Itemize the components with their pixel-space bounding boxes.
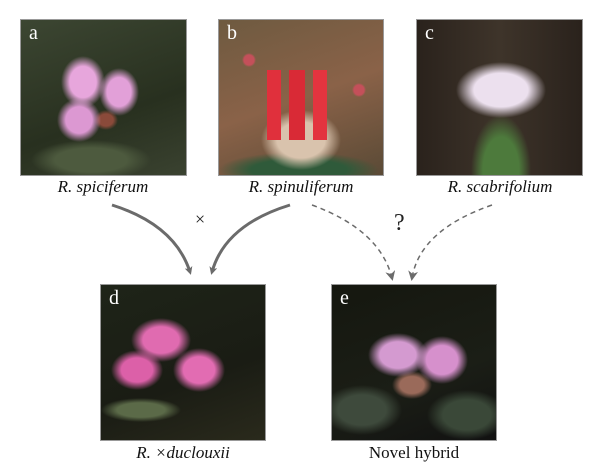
genus: R. bbox=[136, 443, 151, 462]
genus: R. bbox=[248, 177, 264, 196]
question-mark: ? bbox=[394, 210, 405, 236]
photo-r-spiciferum: a bbox=[20, 19, 187, 176]
caption-r-spiciferum: R. spiciferum bbox=[3, 177, 203, 197]
species: ×duclouxii bbox=[155, 443, 230, 462]
panel-letter-c: c bbox=[425, 22, 434, 44]
genus: R. bbox=[57, 177, 73, 196]
dashed-arrow-spinuliferum-to-hybrid bbox=[311, 204, 396, 281]
panel-letter-b: b bbox=[227, 22, 237, 44]
species: spiciferum bbox=[76, 177, 149, 196]
cross-symbol: × bbox=[195, 209, 206, 229]
species: scabrifolium bbox=[466, 177, 553, 196]
panel-letter-a: a bbox=[29, 22, 38, 44]
arrow-spiciferum-to-duclouxii bbox=[111, 203, 193, 275]
caption-r-scabrifolium: R. scabrifolium bbox=[400, 177, 600, 197]
photo-r-duclouxii: d bbox=[100, 284, 266, 441]
photo-novel-hybrid: e bbox=[331, 284, 497, 441]
photo-r-scabrifolium: c bbox=[416, 19, 583, 176]
caption-r-spinuliferum: R. spinuliferum bbox=[201, 177, 401, 197]
caption-novel-hybrid: Novel hybrid bbox=[368, 443, 460, 462]
photo-r-spinuliferum: b bbox=[218, 19, 384, 176]
arrow-spinuliferum-to-duclouxii bbox=[209, 203, 291, 275]
caption-r-duclouxii: R. ×duclouxii bbox=[83, 443, 283, 463]
genus: R. bbox=[447, 177, 463, 196]
panel-letter-e: e bbox=[340, 287, 349, 309]
dashed-arrow-scabrifolium-to-hybrid bbox=[408, 204, 493, 281]
panel-letter-d: d bbox=[109, 287, 119, 309]
species: spinuliferum bbox=[267, 177, 354, 196]
